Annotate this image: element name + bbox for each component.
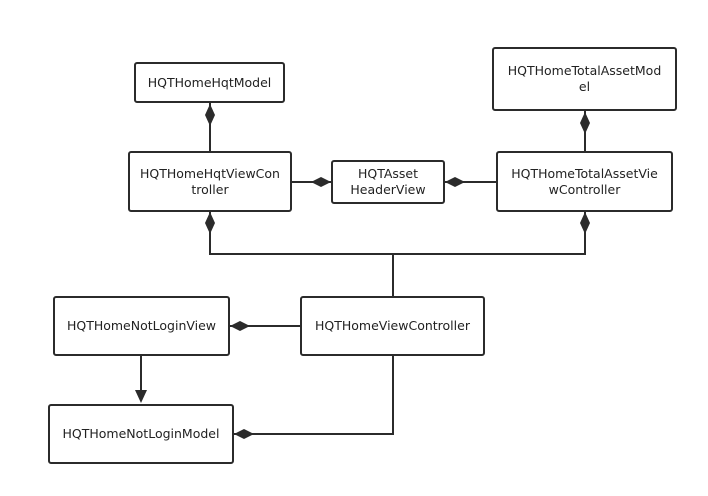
node-hqt-home-not-login-view: HQTHomeNotLoginView (53, 296, 230, 356)
diamond-hqtvc-bottom (205, 212, 215, 234)
node-hqt-home-not-login-model: HQTHomeNotLoginModel (48, 404, 234, 464)
diamond-assetheader-right (445, 177, 465, 187)
node-hqt-home-hqt-view-controller: HQTHomeHqtViewCon troller (128, 151, 292, 212)
diamond-hqtmodel (205, 104, 215, 126)
arrow-notloginmodel (135, 390, 147, 403)
diamond-totalvc-bottom (580, 212, 590, 234)
diamond-notloginmodel-right (234, 429, 254, 439)
edge-homevc-notloginmodel (234, 356, 394, 435)
diamond-hqtvc-right (311, 177, 331, 187)
node-hqt-home-view-controller: HQTHomeViewController (300, 296, 485, 356)
node-hqt-home-total-asset-model: HQTHomeTotalAssetMod el (492, 47, 677, 111)
node-hqt-asset-header-view: HQTAsset HeaderView (331, 160, 445, 204)
diamond-totalmodel (580, 112, 590, 134)
edge-homevc-hqtvc-totalvc (209, 212, 586, 255)
node-hqt-home-hqt-model: HQTHomeHqtModel (134, 62, 285, 103)
node-hqt-home-total-asset-view-controller: HQTHomeTotalAssetVie wController (496, 151, 673, 212)
diamond-notloginview-right (230, 321, 250, 331)
